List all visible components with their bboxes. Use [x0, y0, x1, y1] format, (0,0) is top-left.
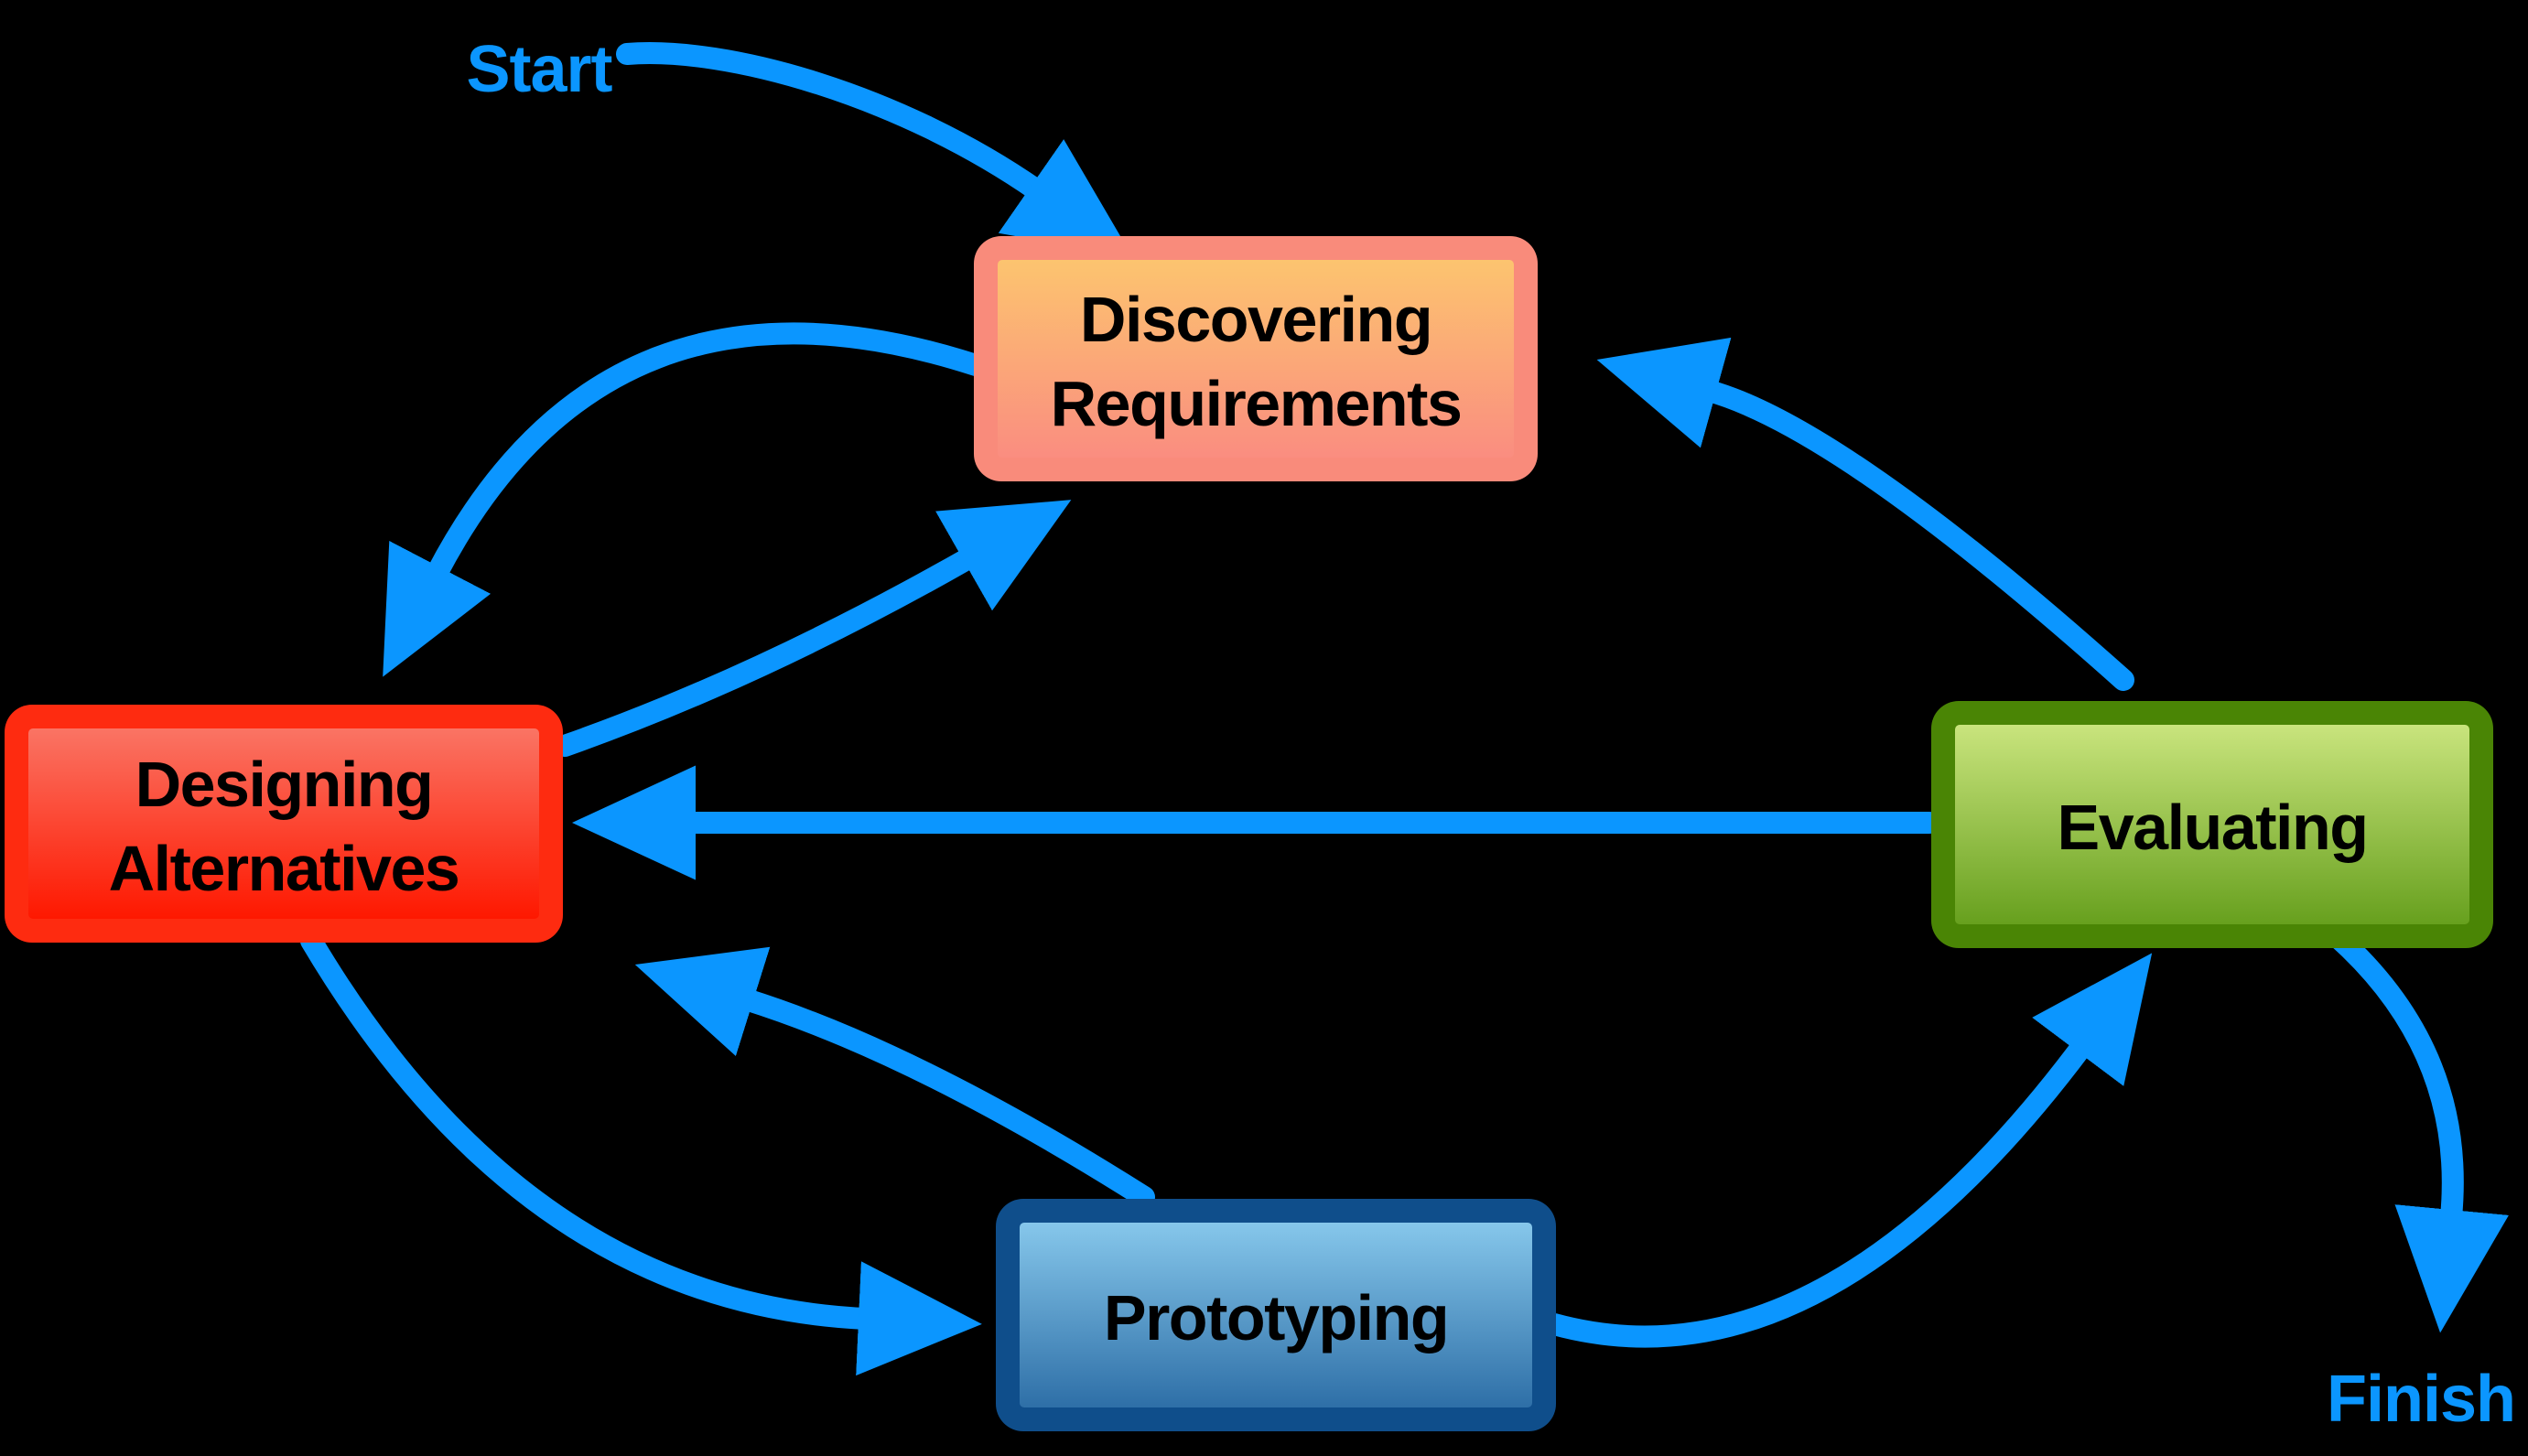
node-discovering-requirements-label-line1: Discovering: [1080, 284, 1431, 355]
node-discovering-requirements: Discovering Requirements: [974, 236, 1538, 481]
node-prototyping-label: Prototyping: [1104, 1282, 1448, 1354]
edge-prototyping-to-designing-alternatives: [634, 946, 1155, 1208]
node-discovering-requirements-fill: [998, 260, 1514, 458]
edge-evaluating-to-discovering-requirements: [1596, 337, 2134, 691]
node-designing-alternatives-label-line1: Designing: [135, 749, 433, 820]
node-prototyping: Prototyping: [996, 1199, 1556, 1431]
node-evaluating-label: Evaluating: [2058, 792, 2368, 863]
start-label: Start: [466, 33, 612, 106]
edge-evaluating-to-finish: [2326, 925, 2509, 1333]
edge-designing-alternatives-to-discovering-requirements: [554, 500, 1072, 757]
node-discovering-requirements-label-line2: Requirements: [1051, 368, 1462, 439]
node-evaluating-fill: [1955, 725, 2469, 924]
edge-designing-alternatives-to-prototyping: [300, 930, 982, 1376]
finish-label: Finish: [2327, 1363, 2515, 1436]
edge-group: [300, 42, 2509, 1376]
node-designing-alternatives: Designing Alternatives: [5, 705, 563, 943]
node-prototyping-fill: [1020, 1223, 1532, 1407]
edge-start-to-discovering-requirements: [616, 42, 1133, 257]
node-designing-alternatives-label-line2: Alternatives: [109, 833, 459, 904]
node-designing-alternatives-fill: [28, 728, 539, 919]
node-evaluating: Evaluating: [1931, 701, 2493, 948]
edge-prototyping-to-evaluating: [1543, 953, 2153, 1348]
edge-discovering-requirements-to-designing-alternatives: [383, 322, 987, 677]
